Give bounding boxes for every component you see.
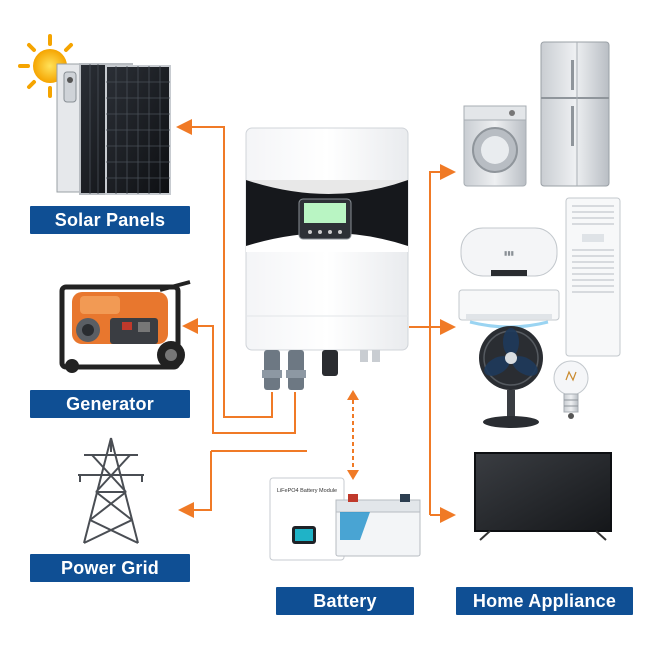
grid-connection-line — [178, 451, 212, 518]
battery-label: Battery — [276, 587, 414, 615]
battery-module-text: LiFePO4 Battery Module — [277, 488, 337, 494]
generator-connection-line — [182, 318, 296, 434]
generator-label: Generator — [30, 390, 190, 418]
appliance-line-top — [429, 164, 456, 515]
refrigerator-icon — [540, 41, 610, 187]
battery-bidirectional-arrow — [347, 390, 359, 480]
water-heater-icon: ▮▮▮ — [460, 227, 558, 277]
television-icon — [474, 452, 612, 541]
transmission-tower-icon — [78, 437, 144, 544]
solar-panel-icon — [56, 63, 171, 195]
inverter-icon — [245, 127, 409, 390]
washing-machine-icon — [463, 105, 527, 187]
battery-icon: LiFePO4 Battery Module — [269, 477, 421, 561]
standing-air-conditioner-icon — [565, 197, 621, 357]
generator-icon — [59, 280, 191, 373]
connection-lines — [176, 119, 456, 523]
svg-text:▮▮▮: ▮▮▮ — [504, 251, 514, 257]
power-grid-label: Power Grid — [30, 554, 190, 582]
solar-connection-line — [176, 119, 273, 418]
home-appliance-label: Home Appliance — [456, 587, 633, 615]
solar-panels-label: Solar Panels — [30, 206, 190, 234]
light-bulb-icon — [553, 360, 589, 419]
fan-icon — [479, 326, 543, 428]
air-conditioner-icon — [458, 289, 560, 329]
